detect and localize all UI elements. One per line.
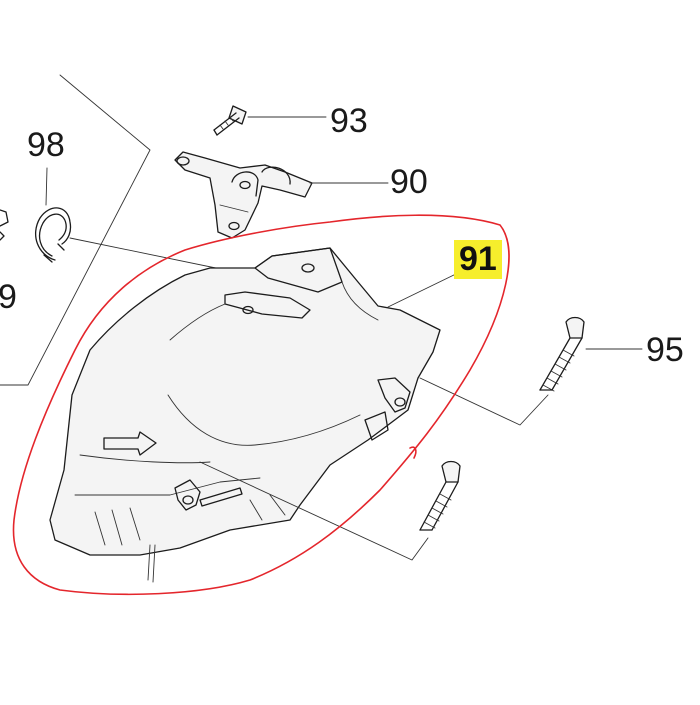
selection-outline-tail: [409, 446, 417, 459]
leader-91: [387, 271, 461, 308]
callout-93: 93: [330, 102, 368, 140]
leader-95-to-91: [419, 377, 549, 426]
part-9-screw-partial: [0, 209, 9, 241]
callout-91-highlighted: 91: [454, 240, 502, 279]
leader-98: [45, 167, 48, 206]
leader-lower-screw: [199, 461, 429, 561]
part-91-housing: [49, 247, 441, 583]
frame-lines: [0, 74, 151, 386]
lower-screw: [419, 460, 461, 531]
part-98-circlip: [35, 207, 72, 263]
callout-90: 90: [390, 163, 428, 201]
callout-95: 95: [646, 331, 684, 369]
callout-9: 9: [0, 278, 17, 316]
selection-outline: [12, 214, 510, 596]
part-95-screw: [539, 316, 585, 392]
callout-98: 98: [27, 126, 65, 164]
part-90-bracket: [174, 151, 313, 239]
part-93-screw: [213, 105, 247, 136]
